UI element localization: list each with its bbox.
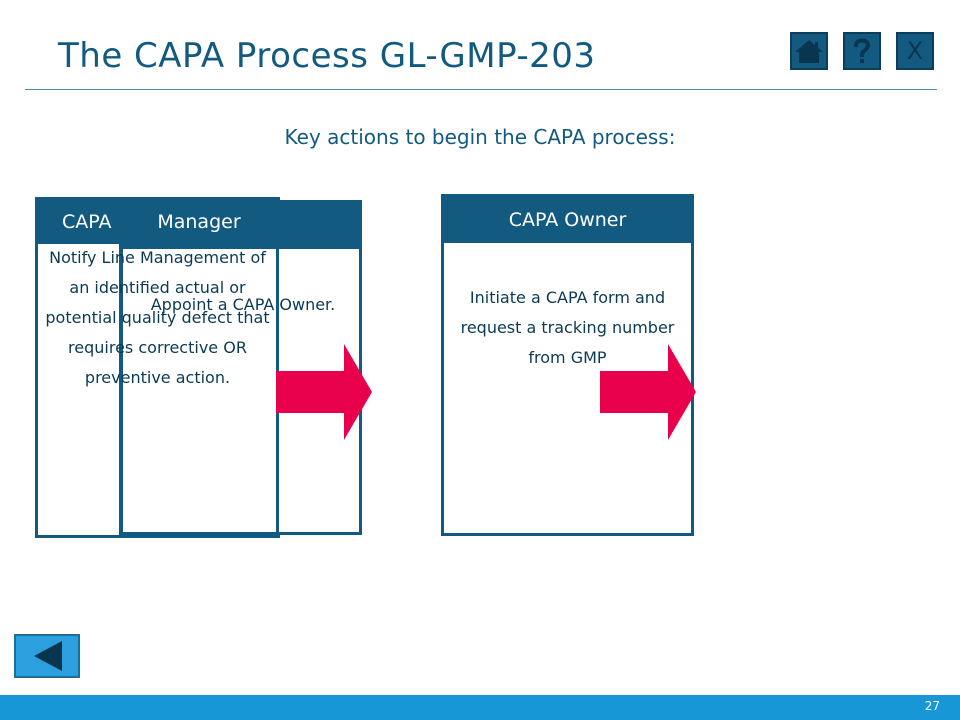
capa-box-header-label: CAPA: [62, 211, 112, 233]
footer-bar: 27: [0, 695, 960, 720]
manager-box-front: Manager: [119, 197, 279, 535]
arrow-right-icon: [276, 344, 372, 440]
initiate-capa-form-text: Initiate a CAPA form and request a track…: [460, 288, 675, 367]
capa-owner-box-header: CAPA Owner: [444, 197, 691, 243]
arrow-right-icon: [600, 344, 696, 440]
home-icon: [795, 40, 823, 63]
manager-box-header-label: Manager: [157, 211, 241, 233]
back-triangle-icon: [34, 641, 62, 671]
capa-owner-box: CAPA Owner: [441, 194, 694, 536]
capa-owner-box-header-label: CAPA Owner: [508, 209, 627, 231]
subtitle: Key actions to begin the CAPA process:: [284, 125, 676, 149]
appoint-capa-owner-text: Appoint a CAPA Owner.: [150, 295, 336, 314]
question-icon: [853, 38, 871, 63]
close-button[interactable]: X: [896, 32, 934, 70]
close-label: X: [906, 37, 924, 65]
page-title: The CAPA Process GL-GMP-203: [58, 36, 596, 76]
manager-box-header: Manager: [122, 200, 276, 244]
notify-line-management-text: Notify Line Management of an identified …: [45, 248, 270, 387]
title-divider: [25, 89, 937, 90]
home-button[interactable]: [790, 32, 828, 70]
help-button[interactable]: [843, 32, 881, 70]
page-number: 27: [924, 699, 940, 713]
back-button[interactable]: [14, 634, 80, 678]
